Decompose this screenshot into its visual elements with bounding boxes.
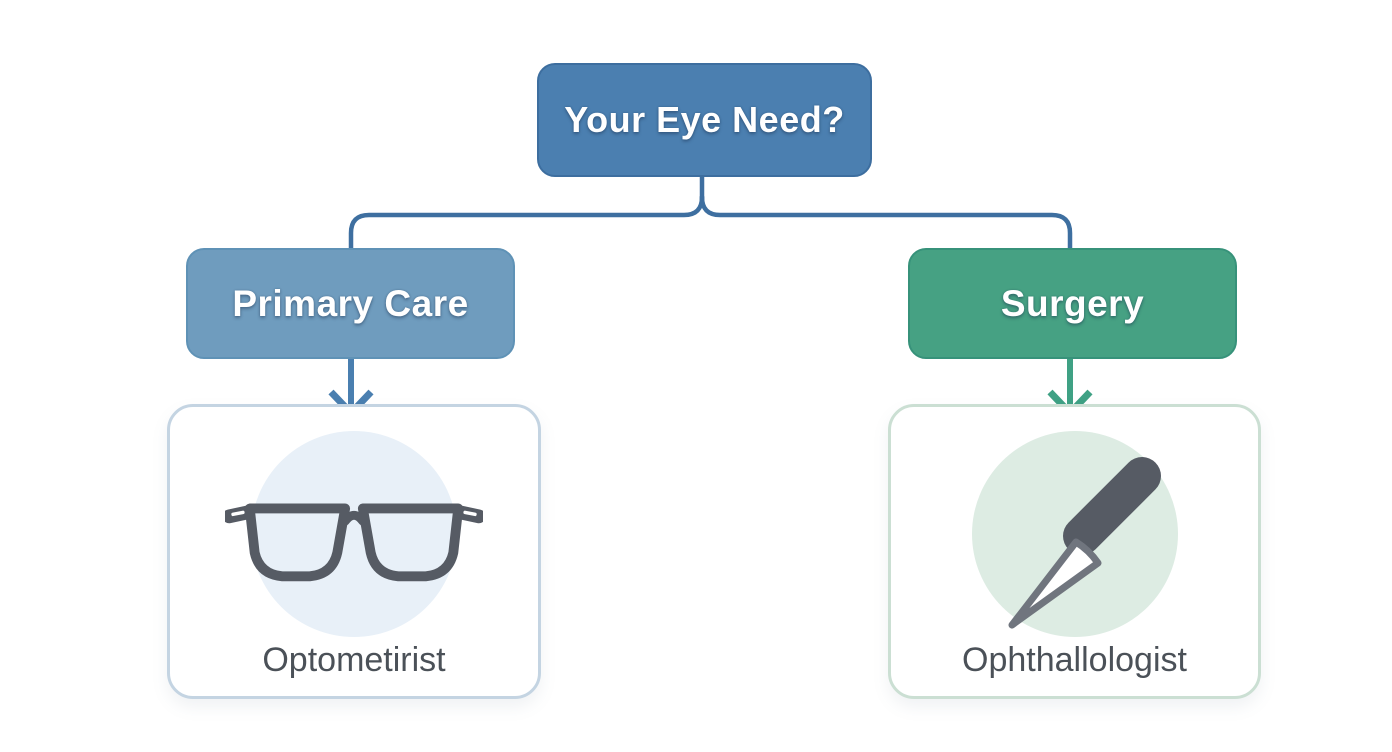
scalpel-icon [1008,457,1161,629]
outcome-card-ophthalmologist: Ophthallologist [888,404,1261,699]
branch-primary-care-label: Primary Care [232,282,469,324]
ophthalmologist-label: Ophthallologist [962,641,1187,679]
branch-node-surgery: Surgery [908,248,1237,359]
root-node-your-eye-need: Your Eye Need? [537,63,872,177]
optometrist-icon-circle [251,431,457,637]
branch-node-primary-care: Primary Care [186,248,515,359]
glasses-icon [225,503,483,582]
optometrist-label: Optometirist [262,641,446,679]
root-node-label: Your Eye Need? [564,99,845,140]
branch-surgery-label: Surgery [1000,282,1145,324]
outcome-card-optometrist: Optometirist [167,404,541,699]
